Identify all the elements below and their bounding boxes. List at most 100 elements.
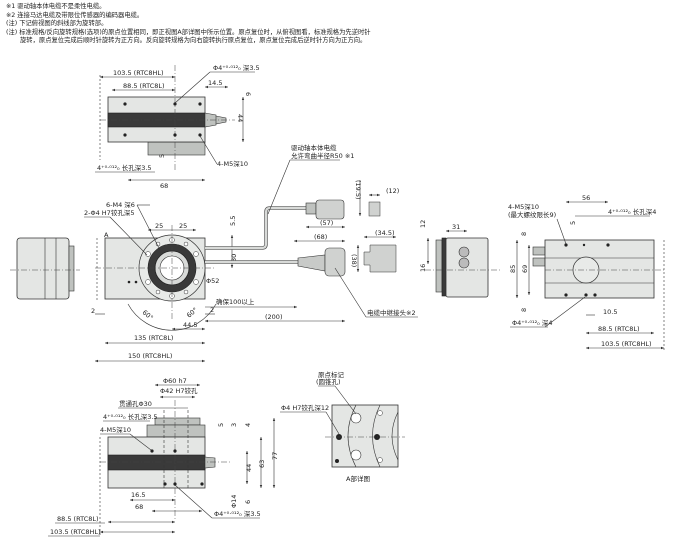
dim-56: 56: [582, 194, 590, 202]
body-cable: [205, 206, 306, 250]
dim-38: (38): [350, 254, 358, 267]
back-view: 4-M5深10 (最大螺纹限长9) 56 4⁺⁰·⁰¹²₀ 长孔深4 5 8 8…: [508, 194, 665, 352]
top-tap-label: 4-M5深10: [217, 159, 248, 168]
dim-bottom-44: 44: [245, 464, 253, 472]
dim-top-rtc8hl: 103.5 (RTC8HL): [113, 69, 164, 77]
dim-top-68: 68: [160, 182, 168, 190]
detail-a-mark: A: [104, 231, 109, 239]
left-end-body: [16, 237, 70, 300]
dim-10-5: 10.5: [603, 308, 617, 316]
notes: ※1 驱动轴本体电缆不是柔性电缆。 ※2 连接马达电缆及带限位传感器的编码器电缆…: [6, 3, 371, 46]
relay-connector-end-view: [363, 244, 397, 273]
angle-60b: 60°: [185, 306, 199, 320]
top-slot-label: 4⁺⁰·⁰¹²₀ 长孔深3.5: [97, 163, 152, 172]
relay-connector: [324, 247, 346, 277]
dim-19-5: (19.5): [354, 180, 362, 200]
front-tap-label: 6-M4 深6: [106, 200, 135, 209]
dim-16-5: 16.5: [131, 491, 145, 499]
detail-a-frame: [331, 404, 399, 468]
dim-top-rtc8l: 88.5 (RTC8L): [123, 82, 165, 90]
origin-mark-sub: (圆锥孔): [316, 377, 341, 386]
top-flange: [147, 141, 206, 156]
dim-57: (57): [320, 219, 333, 227]
dim-front-5-5: 5.5: [229, 216, 237, 226]
note-3: (注) 下记俯视图的斜线部为旋转部。: [6, 20, 108, 28]
dim-150: 150 (RTC8HL): [128, 352, 172, 360]
dim-bottom-68: 68: [135, 503, 143, 511]
back-tap-label: 4-M5深10: [508, 202, 539, 211]
dia-42: Φ42 H7铰孔: [160, 386, 198, 395]
dim-top-14-5: 14.5: [208, 79, 222, 87]
cables: 驱动轴本体电缆 允许弯曲半径R50 ※1 (57) (68) (19.5) (1…: [205, 143, 418, 318]
top-view: 103.5 (RTC8HL) 88.5 (RTC8L) Φ4⁺⁰·⁰¹²₀ 深3…: [95, 63, 260, 190]
dim-top-44: 44: [236, 114, 244, 122]
dim-side-12: 12: [419, 220, 427, 228]
dim-77: 77: [271, 452, 279, 460]
dia-52: Φ52: [206, 277, 219, 285]
back-body: [544, 239, 655, 299]
dim-top-5: 5: [158, 154, 166, 158]
clearance-label: 确保100以上: [216, 297, 255, 306]
dim-85: 85: [509, 265, 517, 273]
dim-bottom-3: 3: [230, 423, 238, 427]
bottom-slot-label: 4⁺⁰·⁰¹²₀ 长孔深3.5: [103, 412, 158, 421]
connector-end-view: [368, 201, 381, 217]
bottom-shaft: [204, 456, 216, 469]
bottom-view: Φ60 h7 Φ42 H7铰孔 贯通孔Φ30 4⁺⁰·⁰¹²₀ 长孔深3.5 4…: [48, 377, 279, 537]
note-1: ※1 驱动轴本体电缆不是柔性电缆。: [6, 3, 106, 10]
dim-44-5: 44.5: [183, 321, 197, 329]
bend-radius-label: 允许弯曲半径R50 ※1: [291, 151, 354, 160]
front-pin-hole-label: 2-Φ4 H7铰孔深5: [84, 208, 134, 217]
bottom-rotor-band: [107, 454, 206, 471]
bottom-dim-rtc8l: 88.5 (RTC8L): [57, 515, 99, 523]
origin-mark-label: 原点标记: [318, 370, 345, 379]
dim-front-30: 30: [230, 254, 238, 262]
dim-bottom-5: 5: [217, 423, 225, 427]
body-cable-connector: [315, 199, 345, 220]
dim-front-25a: 25: [155, 222, 163, 230]
back-dim-rtc8hl: 103.5 (RTC8HL): [601, 340, 652, 348]
top-pin-hole-label: Φ4⁺⁰·⁰¹²₀ 深3.5: [213, 63, 260, 72]
note-2: ※2 连接马达电缆及带限位传感器的编码器电缆。: [6, 11, 144, 19]
dim-135: 135 (RTC8L): [134, 334, 173, 342]
detail-a-view: 原点标记 (圆锥孔) Φ4 H7铰孔深12 A部详图: [280, 370, 405, 483]
relay-connector-label: 电缆中继接头※2: [367, 308, 416, 317]
detail-pin-hole-label: Φ4 H7铰孔深12: [281, 403, 329, 412]
dim-front-2b: 2: [210, 306, 214, 314]
bottom-pin-hole-label: Φ4⁺⁰·⁰¹²₀ 深3.5: [214, 509, 261, 518]
dim-69: 69: [521, 265, 529, 273]
dim-back-8a: 8: [520, 232, 528, 236]
note-4: (注) 标准规格/反向旋转规格(选项)的原点位置相同，即正视图A部详图中所示位置…: [6, 28, 371, 36]
dim-front-25b: 25: [179, 222, 187, 230]
dia-60: Φ60 h7: [163, 377, 187, 385]
side-view: 31 12 16: [419, 220, 500, 298]
back-pin-hole-label: Φ4⁺⁰·⁰¹²₀ 深4: [512, 318, 552, 327]
dim-back-8b: 8: [520, 308, 528, 312]
back-slot-label: 4⁺⁰·⁰¹²₀ 长孔深4: [608, 207, 656, 216]
bottom-tap-label: 4-M5深10: [100, 425, 131, 434]
dim-bottom-6: 6: [244, 500, 252, 504]
dia-14: Φ14: [230, 495, 238, 508]
dim-cable-68: (68): [314, 233, 327, 241]
dim-34-5: (34.5): [375, 229, 395, 237]
dim-200: (200): [265, 313, 282, 321]
through-hole-label: 贯通孔Φ30: [119, 399, 152, 408]
back-dim-rtc8l: 88.5 (RTC8L): [598, 325, 640, 333]
detail-a-title: A部详图: [346, 474, 370, 483]
dim-front-2a: 2: [91, 307, 95, 315]
side-body: [445, 237, 489, 298]
dim-63: 63: [258, 460, 266, 468]
front-view: 6-M4 深6 2-Φ4 H7铰孔深5 A 25 25 5.5 30 Φ52 6…: [10, 200, 345, 363]
dim-12: (12): [386, 187, 399, 195]
dim-top-6: 6: [244, 92, 252, 96]
angle-60a: 60°: [141, 308, 155, 322]
dim-back-5: 5: [569, 221, 577, 225]
bottom-dim-rtc8hl: 103.5 (RTC8HL): [50, 528, 101, 536]
dim-side-16: 16: [419, 264, 427, 272]
body-cable-label: 驱动轴本体电缆: [291, 143, 337, 152]
dim-31: 31: [452, 223, 460, 231]
dim-bottom-4: 4: [244, 423, 252, 427]
bottom-flange: [146, 424, 206, 438]
note-4-cont: 旋转，原点复位完成后顺时针旋转为正方向。反向旋转规格为向右旋转执行原点复位，原点…: [20, 37, 367, 45]
